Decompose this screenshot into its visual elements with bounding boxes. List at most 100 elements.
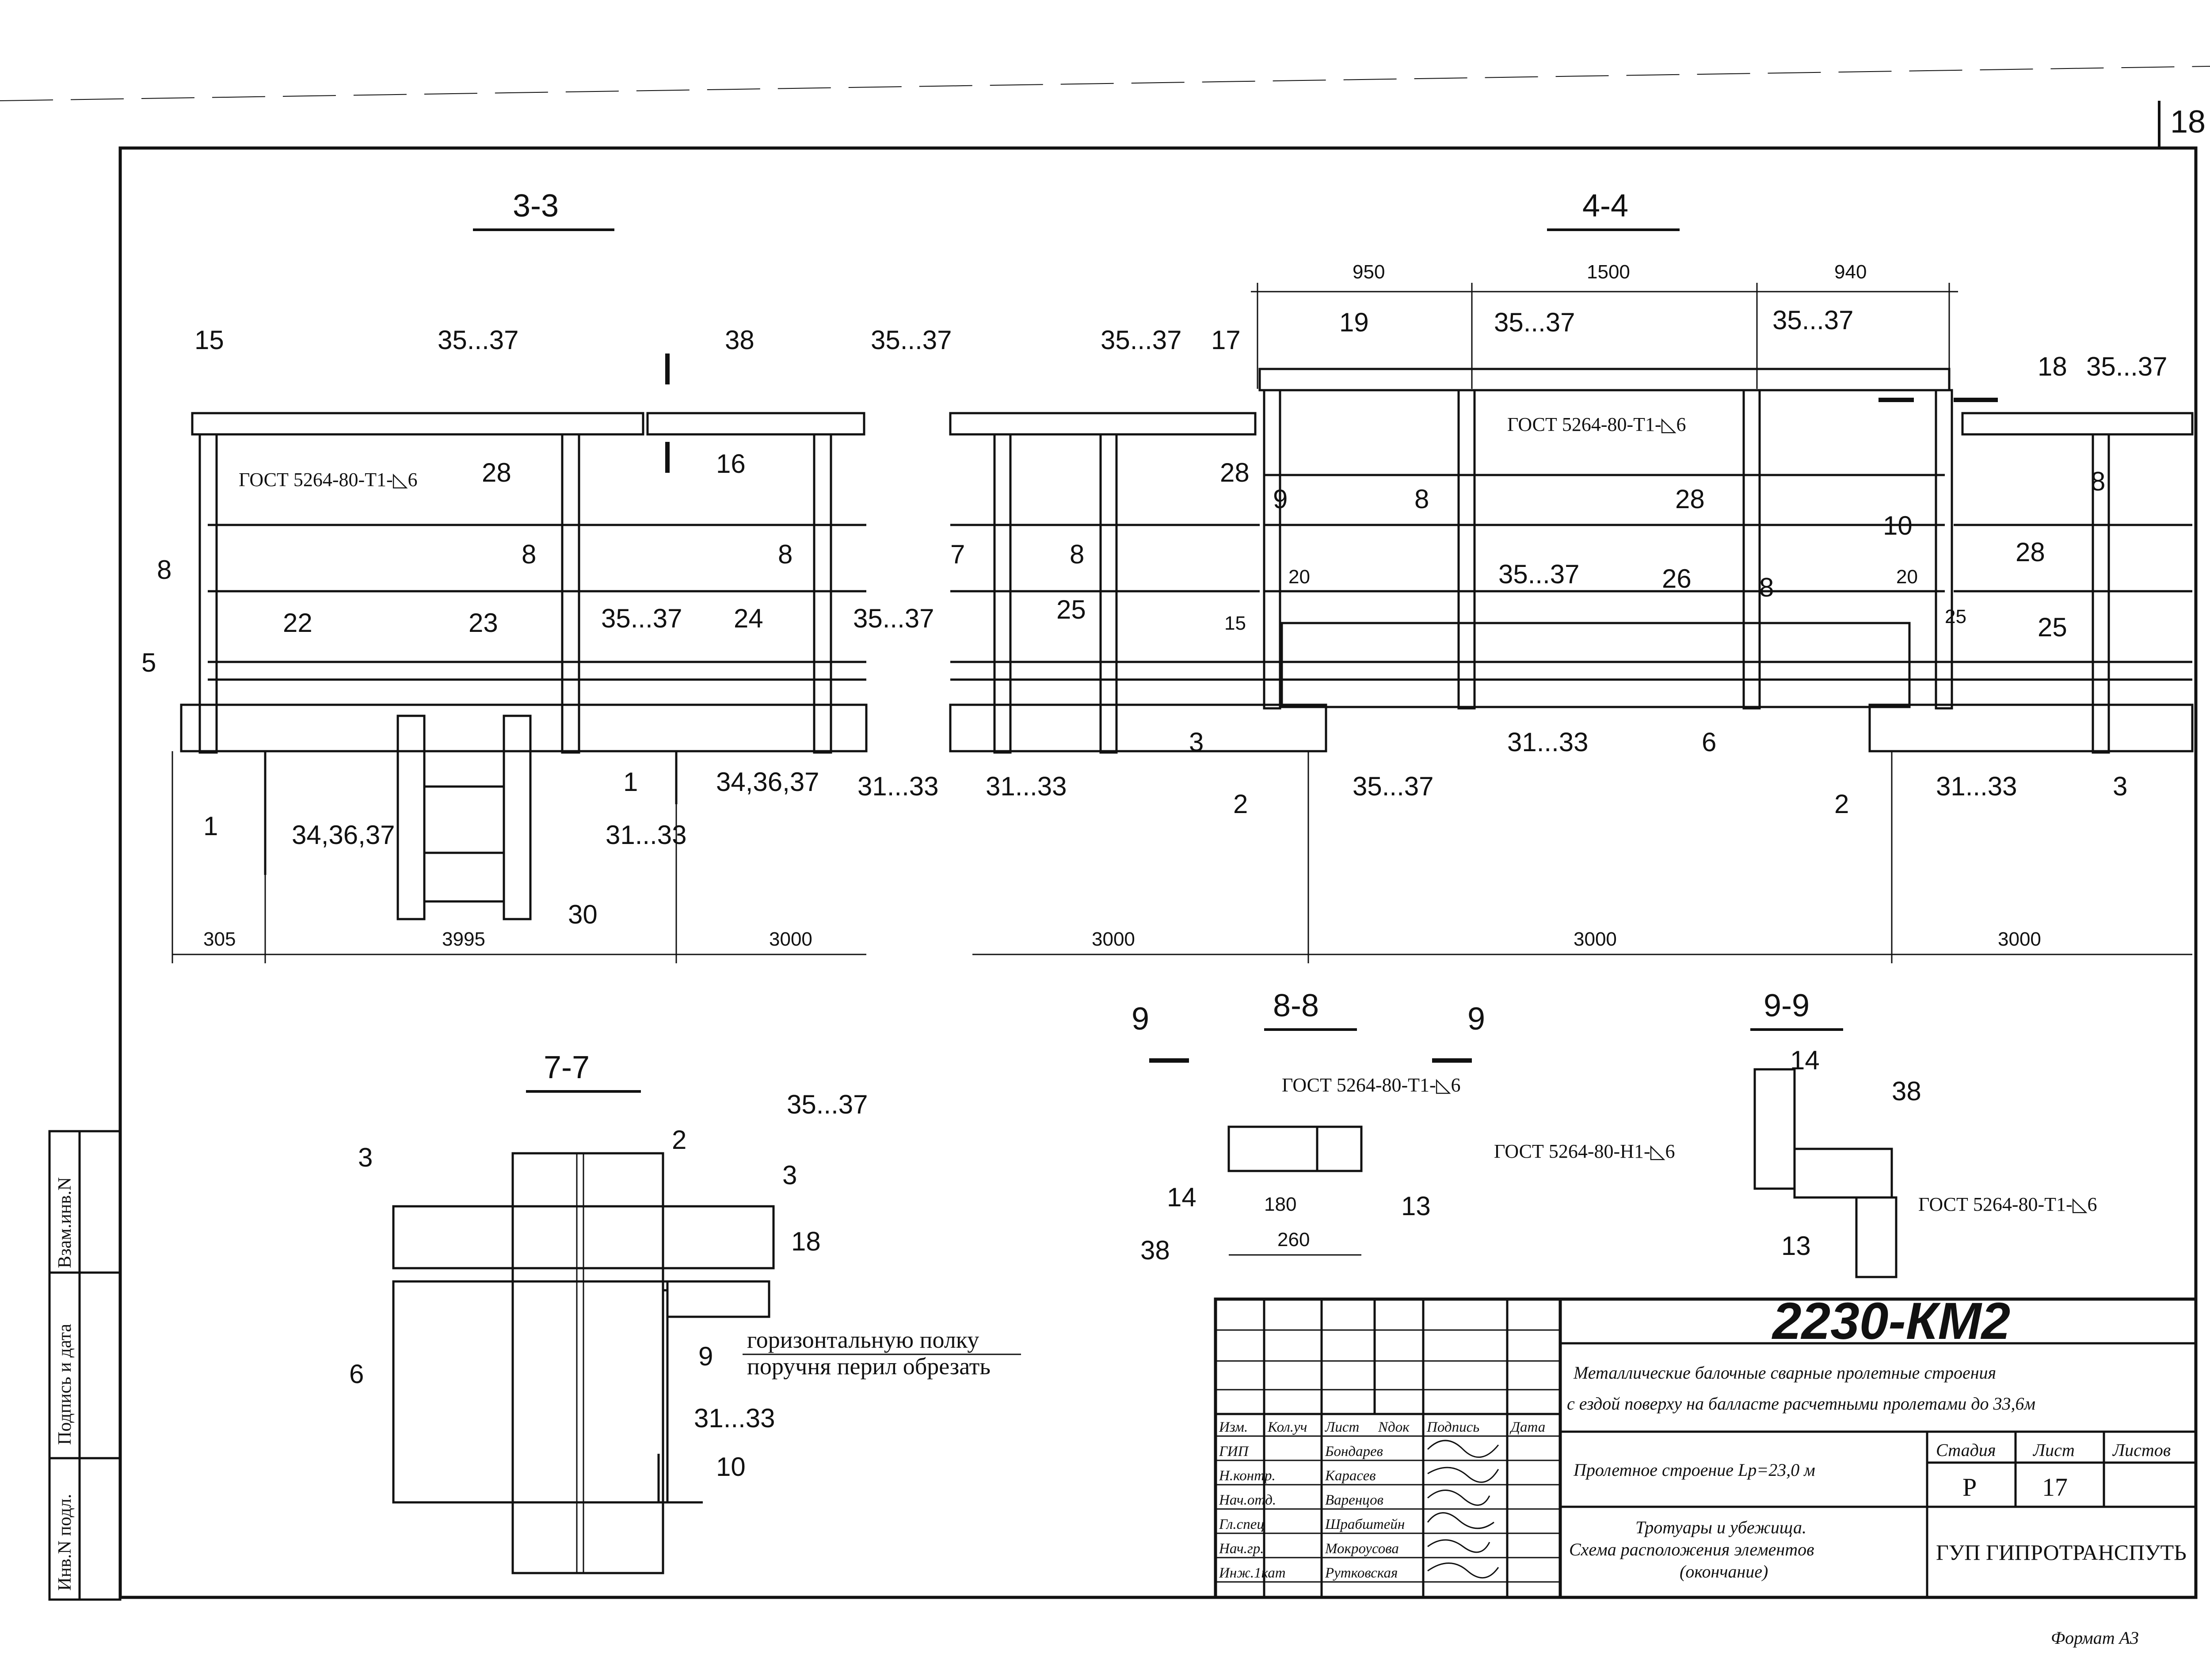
label: 31...33 (986, 772, 1067, 801)
label: 35...37 (1494, 308, 1575, 337)
label: 35...37 (601, 604, 682, 633)
label: 31...33 (1936, 772, 2017, 801)
name-cell: Шрабштейн (1325, 1517, 1405, 1532)
section-title-4-4: 4-4 (1582, 188, 1628, 224)
name-cell: Карасев (1325, 1468, 1376, 1484)
label: 8 (1414, 484, 1429, 514)
label: 31...33 (1507, 727, 1589, 757)
label: 14 (1790, 1045, 1820, 1075)
label: 1 (623, 767, 638, 797)
name-cell: Мокроусова (1325, 1541, 1399, 1557)
label: 35...37 (1498, 559, 1580, 589)
format-note: Формат А3 (2051, 1628, 2139, 1648)
name-cell: Бондарев (1325, 1444, 1383, 1460)
label: 3 (782, 1160, 797, 1190)
label: 15 (194, 325, 224, 355)
label: 14 (1167, 1182, 1196, 1212)
signature-marks (1427, 1440, 1499, 1579)
section-8-8: 8-8 9 9 ГОСТ 5264-80-Т1-◺6 14 13 38 180 … (1132, 988, 1485, 1265)
label: 15 (1224, 612, 1246, 634)
label: 5 (141, 648, 156, 677)
name-cell: Варенцов (1325, 1492, 1383, 1508)
gost-note: ГОСТ 5264-80-Т1-◺6 (239, 469, 418, 490)
label: 25 (1945, 606, 1966, 627)
label: 10 (1883, 511, 1913, 540)
label: 20 (1896, 566, 1918, 588)
label: 20 (1288, 566, 1310, 588)
sheet-title: Схема расположения элементов (1569, 1539, 1814, 1559)
label: 38 (725, 325, 754, 355)
header-cell: Кол.уч (1267, 1419, 1307, 1435)
drawing-code: 2230-КМ2 (1772, 1292, 2010, 1350)
label: 6 (349, 1359, 364, 1389)
section-4-4: 4-4 (949, 188, 2194, 963)
section-title-7-7: 7-7 (544, 1050, 590, 1085)
label: 8 (522, 540, 536, 569)
sheets-label: Листов (2112, 1440, 2171, 1460)
label: 35...37 (1772, 305, 1854, 335)
label: 35...37 (787, 1090, 868, 1119)
label: 2 (1233, 789, 1248, 819)
label: 3 (1189, 727, 1204, 757)
project-description: Металлические балочные сварные пролетные… (1573, 1363, 1996, 1383)
label: 18 (791, 1227, 821, 1256)
label: 9 (1132, 1001, 1149, 1037)
label: 25 (1056, 595, 1086, 624)
organization: ГУП ГИПРОТРАНСПУТЬ (1936, 1540, 2187, 1565)
label: 3 (358, 1143, 373, 1172)
sheet-frame (118, 146, 2198, 1599)
header-cell: Дата (1509, 1419, 1545, 1435)
section-7-7: 7-7 35...37 3 2 3 18 6 9 горизонтальную … (349, 1050, 1021, 1574)
label: 30 (568, 900, 598, 929)
role-cell: Нач.гр. (1219, 1541, 1264, 1557)
title-block (1214, 1297, 2198, 1599)
dimension: 3995 (442, 928, 485, 950)
role-cell: ГИП (1219, 1444, 1250, 1460)
sheet-corner-number: 18 (2170, 104, 2206, 140)
label: 8 (2091, 467, 2105, 496)
label: 7 (950, 540, 965, 569)
label: 8 (157, 555, 171, 585)
label: 16 (716, 449, 746, 479)
label: 31...33 (606, 820, 687, 850)
name-cell: Рутковская (1325, 1565, 1398, 1581)
dimension: 3000 (1998, 928, 2041, 950)
label: 35...37 (853, 604, 934, 633)
section-9-9: 9-9 14 38 ГОСТ 5264-80-Н1-◺6 ГОСТ 5264-8… (1494, 988, 2097, 1278)
dimension: 950 (1353, 261, 1385, 283)
header-cell: Nдок (1378, 1419, 1410, 1435)
gost-note: ГОСТ 5264-80-Т1-◺6 (1282, 1074, 1461, 1096)
label: 38 (1140, 1235, 1170, 1265)
label: 25 (2038, 612, 2067, 642)
label: 3 (2113, 772, 2127, 801)
label: 34,36,37 (716, 767, 819, 797)
dimension: 305 (203, 928, 236, 950)
label: 18 (2038, 352, 2067, 381)
dimension: 3000 (1092, 928, 1135, 950)
role-cell: Нач.отд. (1219, 1492, 1276, 1508)
label: 8 (1759, 573, 1774, 602)
side-stamp-inv: Инв.N подл. (55, 1494, 75, 1591)
label: 2 (672, 1125, 686, 1155)
label: 9 (1273, 484, 1288, 514)
label: 23 (469, 608, 498, 638)
label: 2 (1834, 789, 1849, 819)
label: 28 (1675, 484, 1705, 514)
header-cell: Лист (1325, 1419, 1359, 1435)
label: 31...33 (694, 1403, 775, 1433)
section-title-9-9: 9-9 (1764, 988, 1810, 1023)
label: 34,36,37 (292, 820, 395, 850)
role-cell: Н.контр. (1219, 1468, 1276, 1484)
label: 28 (482, 458, 511, 487)
label: 9 (698, 1342, 713, 1371)
label: 35...37 (2086, 352, 2168, 381)
label: 19 (1339, 308, 1369, 337)
side-stamp-sign: Подпись и дата (55, 1323, 75, 1445)
label: 22 (283, 608, 312, 638)
object-name: Пролетное строение Lр=23,0 м (1573, 1460, 1815, 1480)
note-text: поручня перил обрезать (747, 1353, 991, 1380)
label: 1 (203, 811, 218, 841)
note-text: горизонтальную полку (747, 1327, 979, 1353)
dimension: 3000 (1574, 928, 1617, 950)
